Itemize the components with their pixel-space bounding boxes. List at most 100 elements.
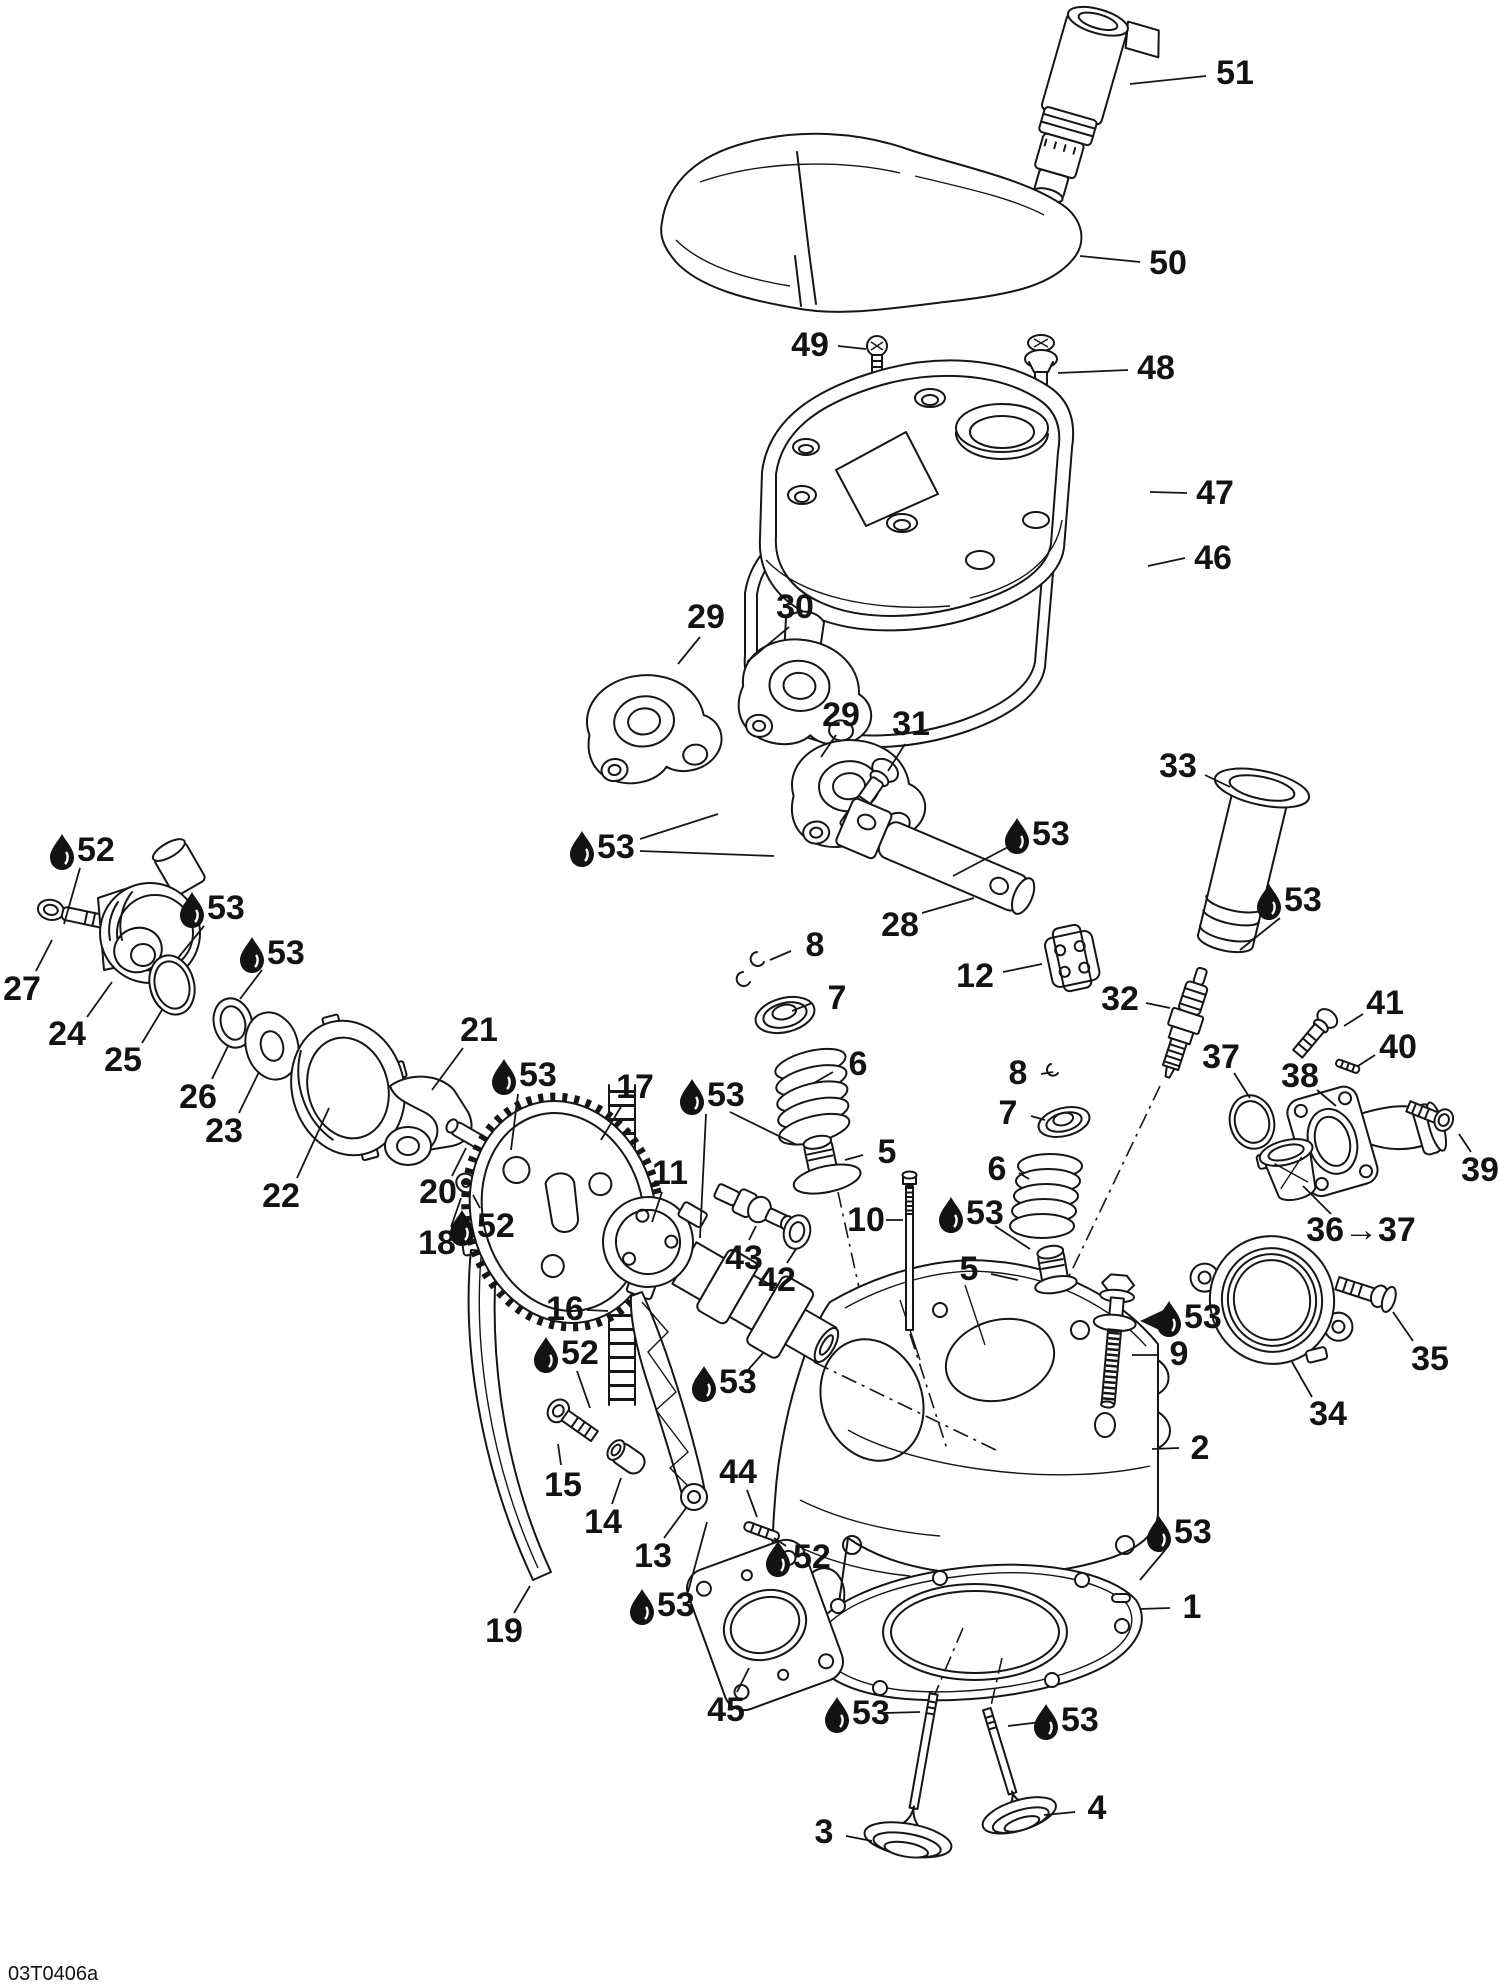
leader-line-48 (1057, 369, 1129, 374)
part-number-text: 16 (546, 1290, 584, 1328)
leader-line-53 (883, 1711, 921, 1714)
leader-line-49 (837, 345, 867, 350)
leader-line-16 (586, 1309, 609, 1312)
part-label-5-63: 5 (960, 1250, 979, 1288)
part-label-53-12: 53 (1005, 815, 1070, 854)
part-number-text: 51 (1216, 54, 1254, 92)
part-label-6-40: 6 (849, 1045, 868, 1083)
leader-line-26 (211, 1045, 229, 1080)
part-label-53-65: 53 (1157, 1298, 1222, 1337)
part-45-exhaust-gasket (686, 1538, 844, 1712)
part-label-15-51: 15 (544, 1466, 582, 1504)
leader-line-6 (1018, 1172, 1030, 1180)
leader-line-37 (1233, 1072, 1251, 1099)
oil-drop-highlight (694, 1096, 699, 1110)
leader-line-52 (472, 1194, 481, 1209)
part-label-53-37: 53 (680, 1076, 745, 1115)
leader-line-22 (296, 1107, 330, 1179)
part-8-valve-cotters-left (735, 951, 765, 987)
leader-line-52 (773, 1537, 787, 1547)
part-label-1-68: 1 (1183, 1588, 1202, 1626)
leader-line-40 (1357, 1054, 1376, 1067)
part-number-text: 53 (597, 828, 635, 866)
part-40-spring-pin (1335, 1058, 1361, 1074)
leader-line-53 (1239, 917, 1281, 951)
oil-drop-highlight (464, 1227, 469, 1241)
oil-drop-highlight (1171, 1318, 1176, 1332)
part-number-text: 33 (1159, 747, 1197, 785)
part-38-coolant-elbow (1286, 1085, 1448, 1198)
part-number-text: 37 (1202, 1038, 1240, 1076)
part-number-text: 42 (758, 1261, 796, 1299)
oil-drop-highlight (194, 909, 199, 923)
part-label-52-50: 52 (534, 1334, 599, 1373)
part-39-elbow-bolt (1405, 1100, 1455, 1132)
part-number-text: 53 (657, 1586, 695, 1624)
part-43-temperature-sensor (713, 1183, 793, 1231)
oil-drop-icon (1005, 818, 1029, 854)
part-label-16-49: 16 (546, 1290, 584, 1328)
part-25-o-ring (148, 954, 196, 1016)
part-label-6-61: 6 (988, 1150, 1007, 1188)
leader-line-31 (887, 743, 906, 772)
part-label-19-55: 19 (485, 1612, 523, 1650)
leader-line-38 (1316, 1089, 1337, 1107)
part-number-text: 7 (999, 1094, 1018, 1132)
part-6-valve-spring-left (774, 1047, 851, 1146)
leader-line-25 (141, 1009, 163, 1044)
part-label-13-53: 13 (634, 1537, 672, 1575)
cam-axis-centerline (813, 1361, 1001, 1453)
part-label-44-56: 44 (719, 1453, 757, 1491)
part-label-53-62: 53 (939, 1194, 1004, 1233)
part-number-text: 5 (878, 1133, 897, 1171)
part-11-camshaft (602, 1196, 840, 1364)
oil-drop-icon (50, 834, 74, 870)
leader-line-30 (746, 626, 790, 663)
leader-line-52 (576, 1370, 591, 1409)
part-label-30-7: 30 (776, 588, 814, 626)
oil-drop-highlight (506, 1076, 511, 1090)
oil-drop-highlight (1271, 901, 1276, 915)
part-number-text: 29 (687, 598, 725, 636)
leader-line-4 (1043, 1811, 1076, 1816)
leader-line-53 (1139, 1548, 1167, 1581)
part-1-head-gasket (805, 1563, 1143, 1702)
part-5-valve-stem-seal-right (1034, 1244, 1078, 1295)
part-number-text: 53 (1184, 1298, 1222, 1336)
part-label-8-38: 8 (806, 926, 825, 964)
part-number-text: 52 (793, 1538, 831, 1576)
leader-line-53 (239, 969, 263, 1000)
part-35-flange-bolt (1334, 1276, 1397, 1313)
part-number-text: 48 (1137, 349, 1175, 387)
part-label-2-66: 2 (1191, 1429, 1210, 1467)
part-number-text: 32 (1101, 980, 1139, 1018)
leader-line-20 (451, 1147, 467, 1177)
leader-line-15 (557, 1443, 562, 1466)
oil-drop-highlight (64, 851, 69, 865)
oil-drop-icon (630, 1589, 654, 1625)
part-22-housing-cover (290, 1013, 408, 1162)
part-number-text: 19 (485, 1612, 523, 1650)
oil-drop-icon (492, 1059, 516, 1095)
part-number-text: 52 (77, 831, 115, 869)
part-5-valve-stem-seal-left (792, 1134, 862, 1195)
oil-drop-icon (1034, 1704, 1058, 1740)
part-number-text: 25 (104, 1041, 142, 1079)
part-label-50-1: 50 (1149, 244, 1187, 282)
part-label-22-33: 22 (262, 1177, 300, 1215)
part-label-39-21: 39 (1461, 1151, 1499, 1189)
part-number-text: 24 (48, 1015, 86, 1053)
leader-line-51 (1129, 75, 1207, 85)
part-33-spark-plug-tube (1197, 767, 1311, 954)
leader-line-34 (1291, 1361, 1313, 1398)
part-label-23-32: 23 (205, 1112, 243, 1150)
part-6-valve-spring-right (1009, 1153, 1083, 1239)
oil-drop-highlight (839, 1714, 844, 1728)
part-label-31-9: 31 (892, 705, 930, 743)
part-42-sealing-washer (782, 1214, 812, 1250)
part-number-text: 38 (1281, 1057, 1319, 1095)
leader-line-47 (1149, 491, 1188, 494)
part-number-text: 47 (1196, 474, 1234, 512)
part-number-text: 13 (634, 1537, 672, 1575)
part-4-intake-valve (981, 1707, 1057, 1835)
